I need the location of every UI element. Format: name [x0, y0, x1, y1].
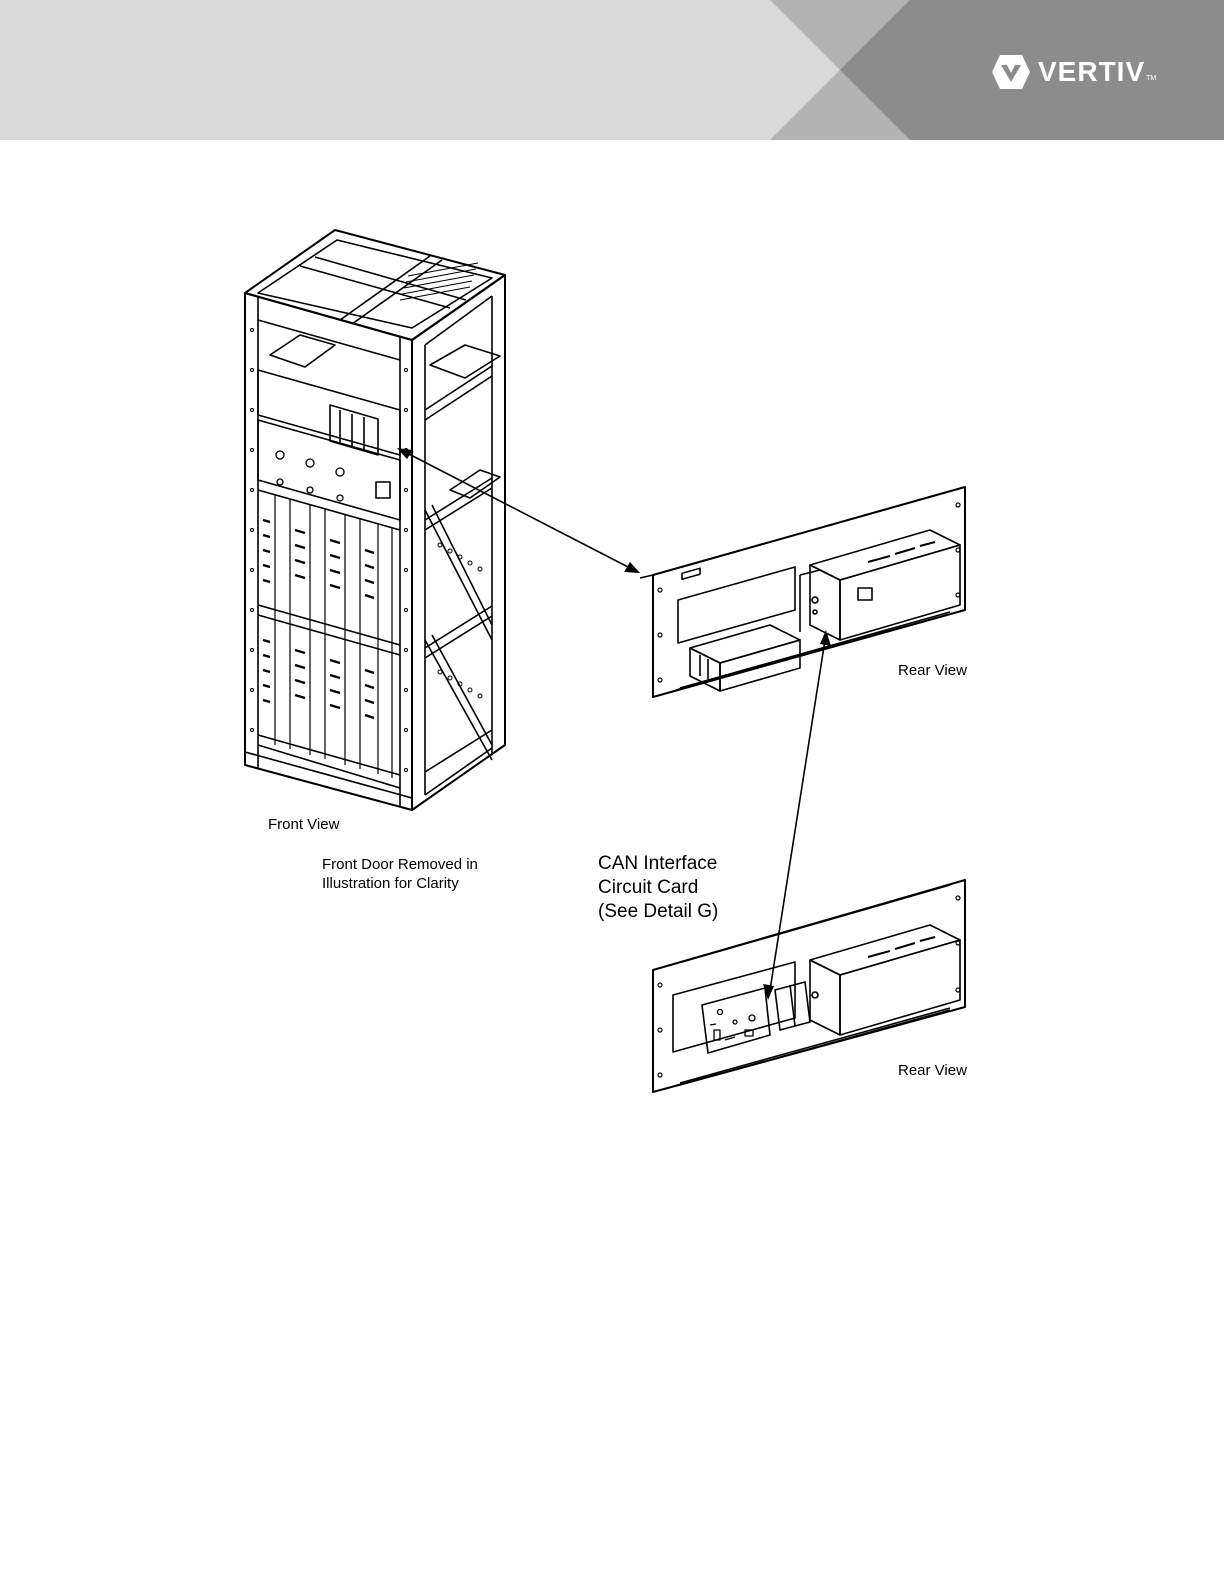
front-door-note-line2: Illustration for Clarity	[322, 874, 459, 893]
front-view-label: Front View	[268, 815, 339, 834]
front-door-note-line1: Front Door Removed in	[322, 855, 478, 874]
cabinet-front-view	[245, 230, 505, 810]
callout-line3: (See Detail G)	[598, 900, 718, 923]
callout-line2: Circuit Card	[598, 876, 698, 899]
callout-line1: CAN Interface	[598, 852, 717, 875]
rear-view-bottom-label: Rear View	[898, 1061, 967, 1080]
rear-view-top-label: Rear View	[898, 661, 967, 680]
